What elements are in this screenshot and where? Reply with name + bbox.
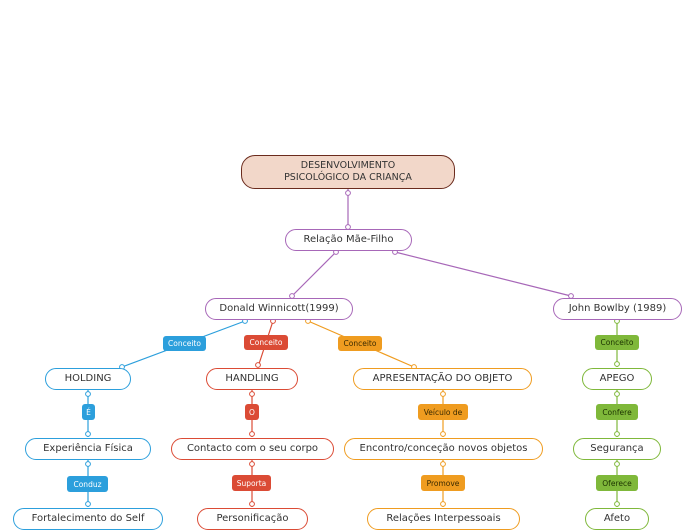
apego-rel2-label: Oferece	[596, 475, 638, 491]
root-node[interactable]: DESENVOLVIMENTO PSICOLÓGICO DA CRIANÇA	[241, 155, 455, 189]
holding-rel2-label: Conduz	[67, 476, 108, 492]
afeto-node[interactable]: Afeto	[585, 508, 649, 530]
objeto-rel1-label: Veículo de	[418, 404, 468, 420]
objeto-rel2-label: Promove	[421, 475, 465, 491]
seguranca-node[interactable]: Segurança	[573, 438, 661, 460]
handling-label: HANDLING	[225, 372, 279, 384]
holding-node[interactable]: HOLDING	[45, 368, 131, 390]
experiencia-fisica-node[interactable]: Experiência Física	[25, 438, 151, 460]
relacoes-interpessoais-label: Relações Interpessoais	[386, 512, 501, 524]
apresentacao-objeto-label: APRESENTAÇÃO DO OBJETO	[372, 372, 513, 384]
relacoes-interpessoais-node[interactable]: Relações Interpessoais	[367, 508, 520, 530]
seguranca-label: Segurança	[590, 442, 644, 454]
objeto-link-label: Conceito	[338, 336, 382, 351]
bowlby-label: John Bowlby (1989)	[568, 302, 667, 314]
apego-node[interactable]: APEGO	[582, 368, 652, 390]
bowlby-node[interactable]: John Bowlby (1989)	[553, 298, 682, 320]
holding-rel1-label: É	[82, 404, 95, 420]
holding-label: HOLDING	[64, 372, 112, 384]
encontro-objetos-label: Encontro/conceção novos objetos	[359, 442, 528, 454]
winnicott-label: Donald Winnicott(1999)	[219, 302, 339, 314]
apego-link-label: Conceito	[595, 335, 639, 350]
fortalecimento-self-label: Fortalecimento do Self	[31, 512, 145, 524]
winnicott-node[interactable]: Donald Winnicott(1999)	[205, 298, 353, 320]
experiencia-fisica-label: Experiência Física	[43, 442, 133, 454]
personificacao-label: Personificação	[216, 512, 289, 524]
encontro-objetos-node[interactable]: Encontro/conceção novos objetos	[344, 438, 543, 460]
handling-rel2-label: Suporta	[232, 475, 271, 491]
handling-node[interactable]: HANDLING	[206, 368, 298, 390]
holding-link-label: Conceito	[163, 336, 206, 351]
root-title-line1: DESENVOLVIMENTO	[300, 160, 396, 172]
contacto-corpo-node[interactable]: Contacto com o seu corpo	[171, 438, 334, 460]
handling-rel1-label: O	[245, 404, 259, 420]
apego-label: APEGO	[599, 372, 635, 384]
relacao-mae-filho-node[interactable]: Relação Mãe-Filho	[285, 229, 412, 251]
contacto-corpo-label: Contacto com o seu corpo	[186, 442, 319, 454]
afeto-label: Afeto	[603, 512, 631, 524]
apego-rel1-label: Confere	[596, 404, 638, 420]
relacao-mae-filho-label: Relação Mãe-Filho	[303, 233, 394, 245]
personificacao-node[interactable]: Personificação	[197, 508, 308, 530]
apresentacao-objeto-node[interactable]: APRESENTAÇÃO DO OBJETO	[353, 368, 532, 390]
fortalecimento-self-node[interactable]: Fortalecimento do Self	[13, 508, 163, 530]
root-title-line2: PSICOLÓGICO DA CRIANÇA	[284, 172, 412, 183]
handling-link-label: Conceito	[244, 335, 288, 350]
